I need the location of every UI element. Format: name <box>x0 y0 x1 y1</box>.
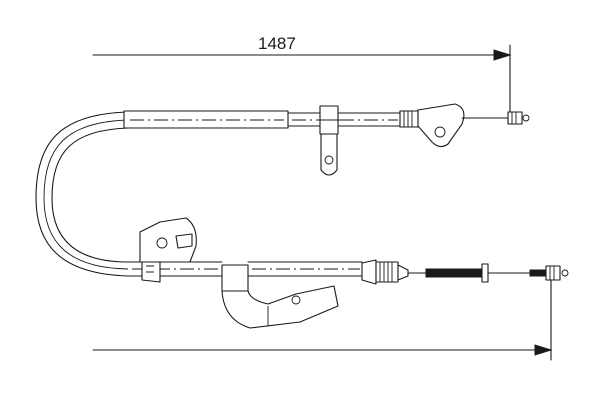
lower-end-fitting <box>361 259 569 285</box>
upper-clip-bracket <box>317 105 341 176</box>
bottom-dimension-line <box>92 275 553 361</box>
lower-left-bracket <box>139 217 197 283</box>
upper-cable-section <box>123 110 401 129</box>
top-dimension-line <box>92 44 512 113</box>
upper-end-fitting <box>399 103 530 148</box>
lower-sweep-bracket <box>221 264 339 329</box>
dimension-label: 1487 <box>258 34 296 53</box>
cable-sheath <box>35 111 129 277</box>
